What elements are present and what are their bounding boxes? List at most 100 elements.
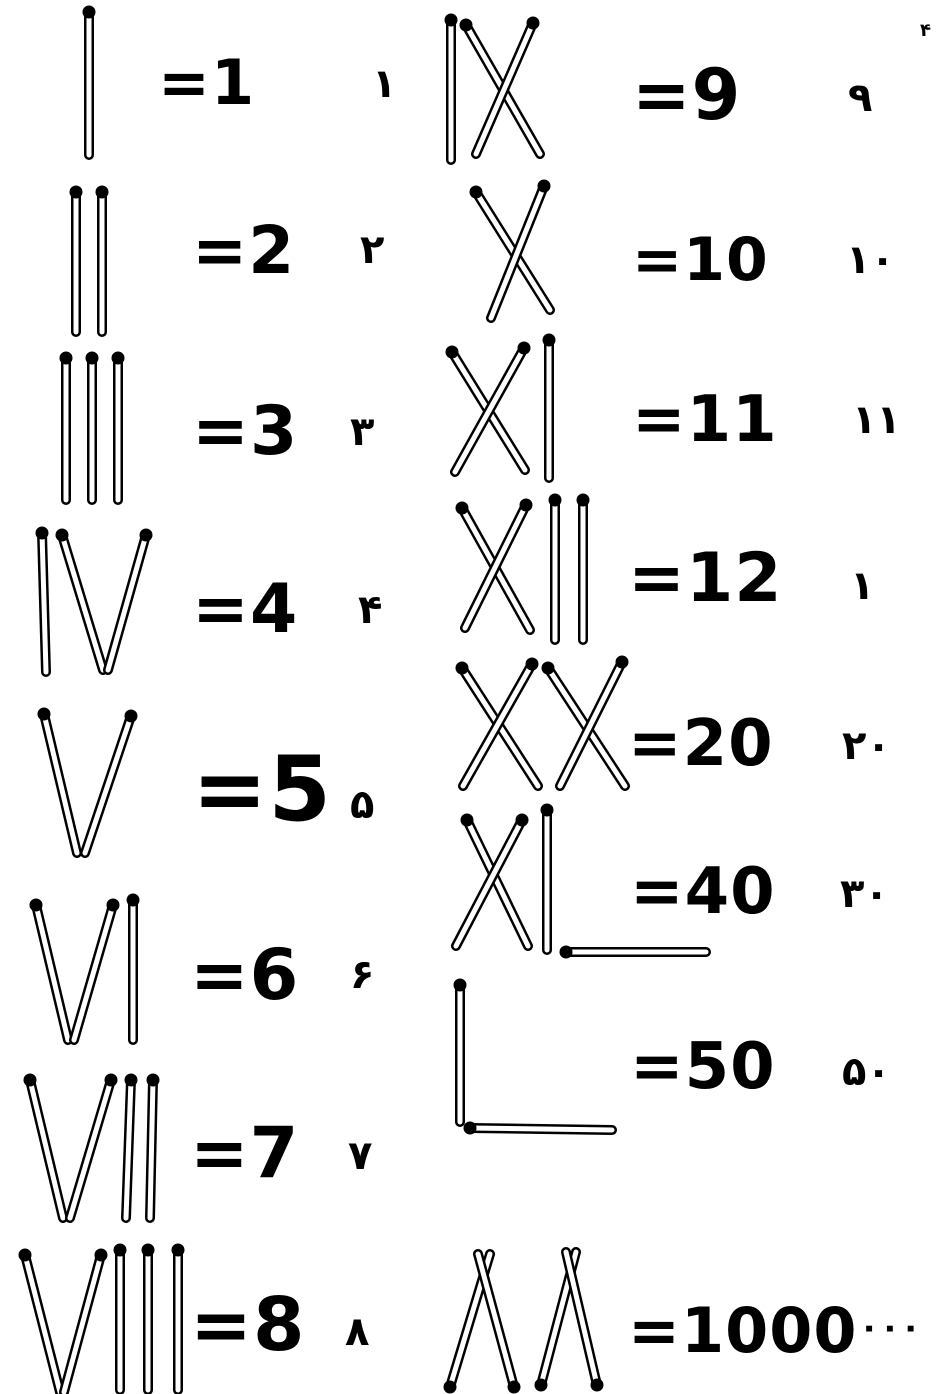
persian-5: ۵ [350, 785, 374, 825]
matchstick-1-1 [83, 6, 96, 156]
persian-11: ۱۱ [852, 400, 901, 440]
matchstick-head [445, 14, 458, 27]
matchstick-50-1 [454, 979, 467, 1123]
matchstick-head [616, 656, 629, 669]
matchstick-5-2 [85, 710, 138, 854]
label-1: =1 [158, 52, 255, 114]
matchstick-8-1 [19, 1249, 61, 1393]
matchstick-head [527, 17, 540, 30]
matchstick-head [516, 814, 529, 827]
matchstick-head [518, 342, 531, 355]
label-11: =11 [632, 388, 778, 452]
matchstick-2-2 [96, 186, 109, 333]
matchstick-7-2 [70, 1074, 118, 1219]
persian-4: ۴ [358, 590, 382, 630]
matchstick-50-2 [464, 1122, 613, 1135]
matchstick-head [541, 804, 554, 817]
matchstick-head [30, 899, 43, 912]
label-12: =12 [628, 545, 783, 613]
persian-3: ۳ [350, 412, 374, 452]
matchstick-head [107, 899, 120, 912]
matchstick-4-1 [36, 527, 49, 673]
matchstick-6-1 [30, 899, 69, 1041]
matchstick-40-4 [560, 946, 707, 959]
label-4: =4 [192, 576, 298, 644]
persian-8: ۸ [345, 1312, 369, 1352]
label-10: =10 [632, 230, 769, 290]
matchstick-12-4 [577, 494, 590, 641]
matchstick-head [520, 499, 533, 512]
matchstick-head [456, 502, 469, 515]
matchstick-head [142, 1244, 155, 1257]
matchstick-head [147, 1074, 160, 1087]
label-40: =40 [630, 860, 776, 924]
persian-20: ۲۰ [842, 726, 891, 766]
label-20: =20 [628, 712, 774, 776]
matchstick-1000-2 [478, 1254, 521, 1394]
matchstick-3-2 [86, 352, 99, 501]
matchstick-head [96, 186, 109, 199]
persian-1000: ۱۰۰۰ [838, 1310, 921, 1344]
matchstick-8-5 [172, 1244, 185, 1391]
matchstick-head [140, 529, 153, 542]
label-9: =9 [632, 60, 741, 130]
matchstick-8-3 [114, 1244, 127, 1391]
matchstick-1000-4 [566, 1252, 604, 1392]
matchstick-head [38, 708, 51, 721]
persian-50: ۵۰ [842, 1052, 891, 1092]
matchstick-head [446, 346, 459, 359]
matchstick-head [114, 1244, 127, 1257]
matchstick-head [112, 352, 125, 365]
matchstick-2-1 [70, 186, 83, 333]
matchstick-7-1 [24, 1074, 64, 1219]
matchstick-head [464, 1122, 477, 1135]
matchstick-head [86, 352, 99, 365]
matchstick-head [526, 658, 539, 671]
label-50: =50 [630, 1035, 776, 1099]
matchstick-8-4 [142, 1244, 155, 1391]
matchstick-head [83, 6, 96, 19]
page-number: ۴ [920, 22, 931, 40]
persian-40: ۳۰ [840, 874, 889, 914]
matchstick-head [543, 334, 556, 347]
matchstick-head [508, 1381, 521, 1394]
persian-9: ۹ [848, 78, 872, 118]
matchstick-6-3 [127, 894, 140, 1041]
matchstick-head [172, 1244, 185, 1257]
persian-12: ۱ [850, 566, 874, 606]
matchstick-head [56, 529, 69, 542]
persian-10: ۱۰ [846, 240, 895, 280]
matchstick-head [470, 186, 483, 199]
persian-6: ۶ [350, 955, 374, 995]
matchstick-3-3 [112, 352, 125, 501]
matchstick-6-2 [74, 899, 120, 1041]
matchstick-head [444, 1381, 457, 1394]
matchstick-20-4 [560, 656, 629, 787]
matchstick-4-2 [56, 529, 104, 671]
matchstick-head [125, 1074, 138, 1087]
persian-7: ۷ [348, 1136, 372, 1176]
matchsticks [19, 6, 707, 1394]
matchstick-head [70, 186, 83, 199]
matchstick-4-3 [108, 529, 153, 671]
label-2: =2 [192, 218, 295, 284]
matchstick-5-1 [38, 708, 78, 854]
matchstick-head [24, 1074, 37, 1087]
matchstick-head [454, 979, 467, 992]
label-5: =5 [192, 745, 332, 835]
matchstick-11-3 [543, 334, 556, 479]
matchstick-head [36, 527, 49, 540]
matchstick-head [461, 814, 474, 827]
matchstick-8-2 [64, 1249, 108, 1393]
matchstick-head [95, 1249, 108, 1262]
matchstick-head [60, 352, 73, 365]
matchstick-head [538, 180, 551, 193]
label-1000: =1000 [628, 1300, 858, 1362]
matchstick-head [560, 946, 573, 959]
matchstick-head [577, 494, 590, 507]
matchstick-40-3 [541, 804, 554, 951]
matchstick-head [591, 1379, 604, 1392]
matchstick-head [542, 662, 555, 675]
matchstick-7-4 [147, 1074, 160, 1219]
